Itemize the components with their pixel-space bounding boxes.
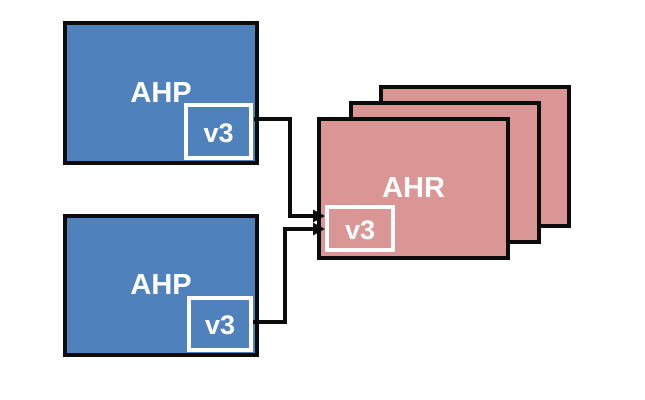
node-ahp-bottom-label: AHP xyxy=(130,269,192,301)
edge-line-top xyxy=(254,117,313,218)
node-ahr-label: AHR xyxy=(382,172,445,204)
port-ahp-bottom-v3-label: v3 xyxy=(204,310,236,340)
port-ahp-bottom-v3: v3 xyxy=(187,296,253,352)
node-ahp-bottom: AHP v3 xyxy=(63,214,259,357)
port-ahr-v3-label: v3 xyxy=(344,214,376,245)
edge-ahp-top-to-ahr xyxy=(254,117,325,223)
node-ahp-top-label: AHP xyxy=(130,76,192,109)
port-ahp-top-v3-label: v3 xyxy=(203,117,234,148)
node-ahr: AHR v3 xyxy=(317,117,510,260)
node-ahp-top: AHP v3 xyxy=(63,21,259,165)
port-ahp-top-v3: v3 xyxy=(184,103,253,160)
edge-line-bottom xyxy=(253,227,313,324)
edge-ahp-bottom-to-ahr xyxy=(253,222,325,324)
port-ahr-v3: v3 xyxy=(325,205,395,252)
